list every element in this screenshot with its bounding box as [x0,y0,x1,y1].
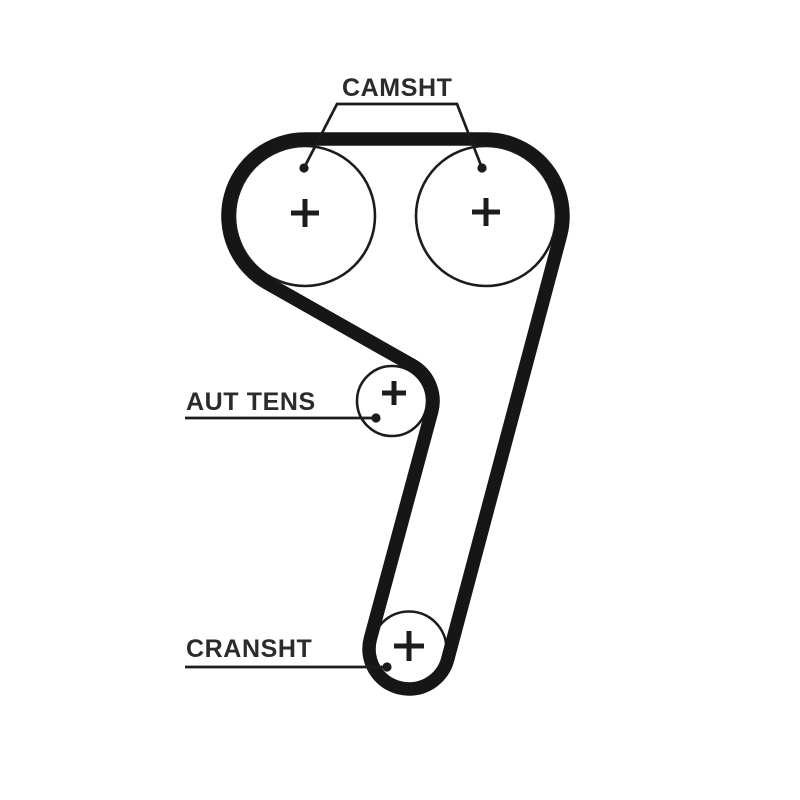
camshaft-right-cross-marker [472,198,500,226]
camshaft-right-pulley [414,144,558,288]
tensioner-cross-marker [382,381,406,405]
crankshaft-cross-marker [394,631,424,661]
tensioner-label: AUT TENS [186,388,316,416]
camshaft-leader-line [302,102,484,169]
camshaft-right-leader-dot [477,163,487,173]
camshaft-left-pulley [233,144,377,288]
camshaft-label: CAMSHT [342,74,453,102]
camshaft-left-cross-marker [291,199,319,227]
crankshaft-leader-dot [382,662,392,672]
camshaft-left-leader-dot [299,163,309,173]
timing-belt [221,132,570,696]
crankshaft-label: CRANSHT [186,635,312,663]
tensioner-leader-dot [371,413,381,423]
